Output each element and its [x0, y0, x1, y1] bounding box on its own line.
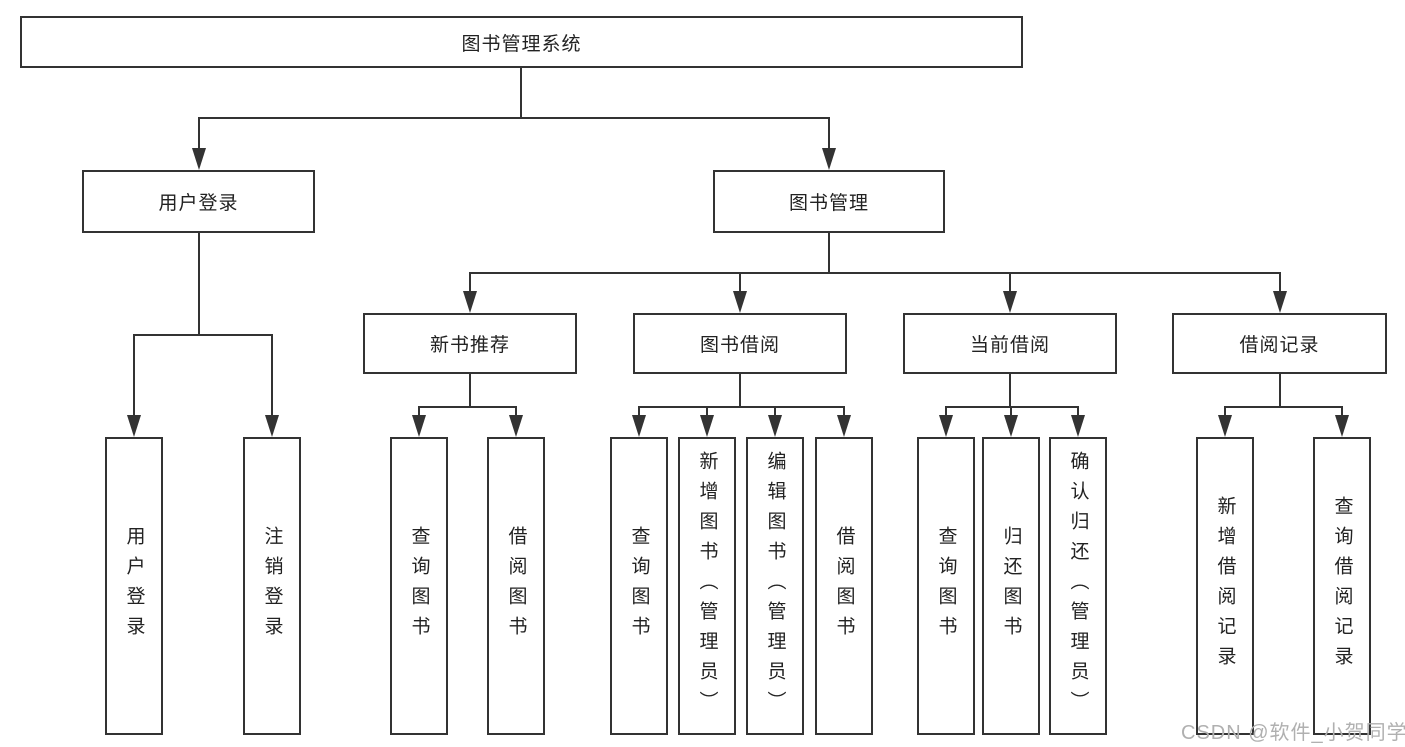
- arrow-down-to-query-books-1-icon: [412, 415, 426, 437]
- node-current-borrow-label: 当前借阅: [969, 335, 1050, 356]
- leaf-add-borrow-record: 新增借阅记录: [1196, 437, 1254, 735]
- arrow-down-to-add-borrow-record-icon: [1218, 415, 1232, 437]
- arrow-down-to-new-book-recommend-icon: [463, 291, 477, 313]
- connector-level3-bus: [469, 272, 1281, 274]
- leaf-return-book: 归还图书: [982, 437, 1040, 735]
- node-book-borrow-label: 图书借阅: [699, 335, 780, 356]
- node-book-borrow: 图书借阅: [633, 313, 847, 374]
- connector-to-new-book-recommend: [469, 272, 471, 293]
- leaf-logout: 注销登录: [243, 437, 301, 735]
- leaf-edit-book-admin-label: 编辑图书（管理员）: [764, 451, 786, 721]
- leaf-user-login-label: 用户登录: [123, 526, 145, 646]
- connector-to-add-book-admin: [706, 406, 708, 417]
- connector-to-query-books-2: [638, 406, 640, 417]
- connector-to-current-borrow: [1009, 272, 1011, 293]
- leaf-query-borrow-record: 查询借阅记录: [1313, 437, 1371, 735]
- leaf-query-books-3-label: 查询图书: [935, 526, 957, 646]
- leaf-query-books-1: 查询图书: [390, 437, 448, 735]
- leaf-borrow-books-1: 借阅图书: [487, 437, 545, 735]
- leaf-query-books-2: 查询图书: [610, 437, 668, 735]
- leaf-add-borrow-record-label: 新增借阅记录: [1214, 496, 1236, 676]
- node-borrow-records: 借阅记录: [1172, 313, 1387, 374]
- leaf-borrow-books-1-label: 借阅图书: [505, 526, 527, 646]
- arrow-down-to-leaf-logout-icon: [265, 415, 279, 437]
- node-library-management-system: 图书管理系统: [20, 16, 1023, 68]
- connector-new-book-recommend-stem: [469, 374, 471, 408]
- node-user-login: 用户登录: [82, 170, 315, 233]
- arrow-down-to-borrow-books-1-icon: [509, 415, 523, 437]
- arrow-down-to-borrow-books-2-icon: [837, 415, 851, 437]
- connector-user-login-stem: [198, 233, 200, 336]
- arrow-down-to-user-login-icon: [192, 148, 206, 170]
- arrow-down-to-query-books-2-icon: [632, 415, 646, 437]
- connector-current-borrow-bus: [945, 406, 1079, 408]
- leaf-query-books-3: 查询图书: [917, 437, 975, 735]
- connector-to-query-books-1: [418, 406, 420, 417]
- leaf-add-book-admin: 新增图书（管理员）: [678, 437, 736, 735]
- connector-to-book-borrow: [739, 272, 741, 293]
- arrow-down-to-return-book-icon: [1004, 415, 1018, 437]
- connector-new-book-recommend-bus: [418, 406, 517, 408]
- node-book-management: 图书管理: [713, 170, 945, 233]
- node-book-management-label: 图书管理: [788, 193, 869, 214]
- arrow-down-to-book-borrow-icon: [733, 291, 747, 313]
- connector-book-management-stem: [828, 233, 830, 274]
- connector-level2-bus: [198, 117, 830, 119]
- leaf-return-book-label: 归还图书: [1000, 526, 1022, 646]
- connector-current-borrow-stem: [1009, 374, 1011, 408]
- arrow-down-to-confirm-return-admin-icon: [1071, 415, 1085, 437]
- arrow-down-to-leaf-user-login-icon: [127, 415, 141, 437]
- arrow-down-to-book-management-icon: [822, 148, 836, 170]
- connector-user-login-bus: [133, 334, 273, 336]
- leaf-query-borrow-record-label: 查询借阅记录: [1331, 496, 1353, 676]
- leaf-query-books-1-label: 查询图书: [408, 526, 430, 646]
- leaf-edit-book-admin: 编辑图书（管理员）: [746, 437, 804, 735]
- connector-root-stem: [520, 68, 522, 118]
- connector-to-user-login: [198, 117, 200, 150]
- leaf-confirm-return-admin: 确认归还（管理员）: [1049, 437, 1107, 735]
- arrow-down-to-query-borrow-record-icon: [1335, 415, 1349, 437]
- leaf-logout-label: 注销登录: [261, 526, 283, 646]
- connector-to-book-management: [828, 117, 830, 150]
- connector-to-confirm-return-admin: [1077, 406, 1079, 417]
- connector-to-return-book: [1010, 406, 1012, 417]
- node-new-book-recommend-label: 新书推荐: [429, 335, 510, 356]
- node-user-login-label: 用户登录: [158, 193, 239, 214]
- leaf-query-books-2-label: 查询图书: [628, 526, 650, 646]
- connector-to-edit-book-admin: [774, 406, 776, 417]
- node-new-book-recommend: 新书推荐: [363, 313, 577, 374]
- connector-to-leaf-logout: [271, 334, 273, 417]
- csdn-watermark: CSDN @软件_小贺同学: [1181, 722, 1405, 744]
- connector-borrow-records-stem: [1279, 374, 1281, 408]
- connector-to-query-books-3: [945, 406, 947, 417]
- connector-borrow-records-bus: [1224, 406, 1343, 408]
- arrow-down-to-borrow-records-icon: [1273, 291, 1287, 313]
- node-borrow-records-label: 借阅记录: [1239, 335, 1320, 356]
- leaf-user-login: 用户登录: [105, 437, 163, 735]
- leaf-add-book-admin-label: 新增图书（管理员）: [696, 451, 718, 721]
- leaf-borrow-books-2-label: 借阅图书: [833, 526, 855, 646]
- connector-book-borrow-stem: [739, 374, 741, 408]
- connector-to-leaf-user-login: [133, 334, 135, 417]
- connector-to-borrow-books-1: [515, 406, 517, 417]
- connector-to-borrow-records: [1279, 272, 1281, 293]
- arrow-down-to-add-book-admin-icon: [700, 415, 714, 437]
- arrow-down-to-current-borrow-icon: [1003, 291, 1017, 313]
- leaf-borrow-books-2: 借阅图书: [815, 437, 873, 735]
- connector-to-query-borrow-record: [1341, 406, 1343, 417]
- arrow-down-to-edit-book-admin-icon: [768, 415, 782, 437]
- connector-to-add-borrow-record: [1224, 406, 1226, 417]
- arrow-down-to-query-books-3-icon: [939, 415, 953, 437]
- leaf-confirm-return-admin-label: 确认归还（管理员）: [1067, 451, 1089, 721]
- connector-to-borrow-books-2: [843, 406, 845, 417]
- node-current-borrow: 当前借阅: [903, 313, 1117, 374]
- node-library-management-system-label: 图书管理系统: [461, 33, 582, 55]
- connector-book-borrow-bus: [638, 406, 845, 408]
